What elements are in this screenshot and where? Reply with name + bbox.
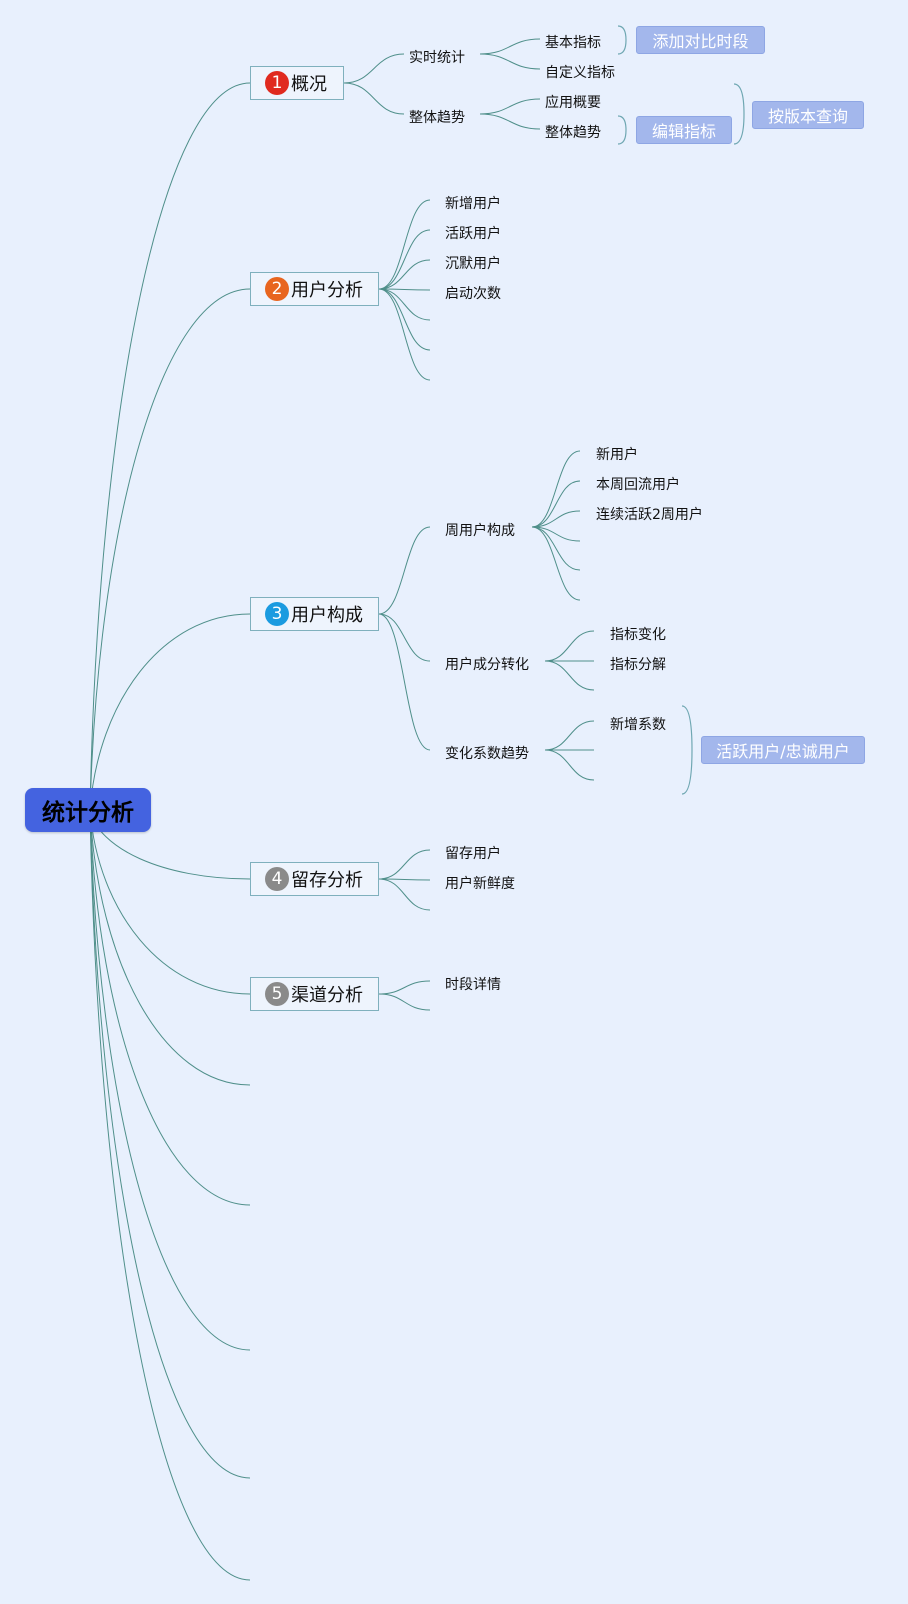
root-connector-6 [89, 809, 251, 1206]
node-new-coefficient[interactable]: 新增系数 [610, 717, 666, 733]
node-returning-users[interactable]: 本周回流用户 [596, 477, 680, 493]
node-user-freshness[interactable]: 用户新鲜度 [445, 876, 515, 892]
connector-43 [378, 878, 431, 881]
node-app-overview[interactable]: 应用概要 [545, 95, 601, 111]
connector-21 [378, 259, 431, 290]
node-overall-trend-sub[interactable]: 整体趋势 [545, 125, 601, 141]
node-metric-breakdown[interactable]: 指标分解 [610, 657, 666, 673]
branch-overview[interactable]: 1 概况 [250, 66, 344, 100]
branch-retention[interactable]: 4 留存分析 [250, 862, 379, 896]
connector-12 [479, 38, 541, 55]
connector-40 [544, 749, 595, 781]
node-overall-trend[interactable]: 整体趋势 [409, 110, 465, 126]
root-connector-1 [89, 288, 251, 811]
node-basic-metrics[interactable]: 基本指标 [545, 35, 601, 51]
connector-11 [343, 82, 405, 115]
node-period-detail[interactable]: 时段详情 [445, 977, 501, 993]
connector-15 [479, 113, 541, 130]
summary-bracket-41 [681, 705, 693, 795]
connector-22 [378, 288, 431, 291]
root-connector-4 [89, 809, 251, 995]
tag-query-by-version[interactable]: 按版本查询 [752, 101, 864, 129]
node-silent-users[interactable]: 沉默用户 [445, 256, 501, 272]
root-connector-0 [89, 82, 251, 811]
badge-5: 5 [265, 982, 289, 1006]
connector-26 [378, 526, 431, 615]
node-custom-metrics[interactable]: 自定义指标 [545, 65, 615, 81]
root-connector-8 [89, 809, 251, 1479]
connector-25 [378, 288, 431, 381]
connector-10 [343, 53, 405, 84]
root-connector-7 [89, 809, 251, 1351]
node-launch-count[interactable]: 启动次数 [445, 286, 501, 302]
connector-42 [378, 849, 431, 880]
node-retained-users[interactable]: 留存用户 [445, 846, 501, 862]
badge-4: 4 [265, 867, 289, 891]
root-node[interactable]: 统计分析 [25, 788, 151, 832]
node-weekly-composition[interactable]: 周用户构成 [445, 523, 515, 539]
node-coefficient-trend[interactable]: 变化系数趋势 [445, 746, 529, 762]
node-active-2-weeks[interactable]: 连续活跃2周用户 [596, 507, 703, 523]
connector-37 [544, 660, 595, 691]
connector-33 [531, 526, 581, 571]
connector-45 [378, 980, 431, 995]
connector-35 [544, 630, 595, 662]
connector-29 [531, 450, 581, 528]
branch-user-composition[interactable]: 3 用户构成 [250, 597, 379, 631]
connector-38 [544, 720, 595, 751]
branch-label: 用户构成 [291, 605, 363, 626]
connector-20 [378, 229, 431, 290]
tag-add-compare-period[interactable]: 添加对比时段 [636, 26, 765, 54]
connector-14 [479, 98, 541, 115]
node-component-conversion[interactable]: 用户成分转化 [445, 657, 529, 673]
node-metric-change[interactable]: 指标变化 [610, 627, 666, 643]
root-connector-5 [89, 809, 251, 1086]
branch-user-analysis[interactable]: 2 用户分析 [250, 272, 379, 306]
node-new-users[interactable]: 新增用户 [445, 196, 501, 212]
connector-19 [378, 199, 431, 290]
node-new-user[interactable]: 新用户 [596, 447, 638, 463]
connector-13 [479, 53, 541, 70]
summary-bracket-16 [617, 25, 627, 55]
badge-1: 1 [265, 71, 289, 95]
connector-23 [378, 288, 431, 321]
tag-active-loyal-users[interactable]: 活跃用户/忠诚用户 [701, 736, 865, 764]
summary-bracket-18 [733, 83, 745, 145]
summary-bracket-17 [617, 115, 627, 145]
connector-24 [378, 288, 431, 351]
node-realtime[interactable]: 实时统计 [409, 50, 465, 66]
connector-34 [531, 526, 581, 601]
branch-label: 用户分析 [291, 280, 363, 301]
connector-27 [378, 613, 431, 662]
branch-label: 渠道分析 [291, 985, 363, 1006]
branch-channel[interactable]: 5 渠道分析 [250, 977, 379, 1011]
badge-2: 2 [265, 277, 289, 301]
branch-label: 概况 [291, 74, 327, 95]
branch-label: 留存分析 [291, 870, 363, 891]
connector-30 [531, 480, 581, 528]
connector-44 [378, 878, 431, 911]
badge-3: 3 [265, 602, 289, 626]
connector-31 [531, 510, 581, 528]
root-connector-2 [89, 613, 251, 811]
connector-46 [378, 993, 431, 1011]
connector-28 [378, 613, 431, 751]
tag-edit-metrics[interactable]: 编辑指标 [636, 116, 732, 144]
node-active-users[interactable]: 活跃用户 [445, 226, 501, 242]
root-connector-9 [89, 809, 251, 1581]
